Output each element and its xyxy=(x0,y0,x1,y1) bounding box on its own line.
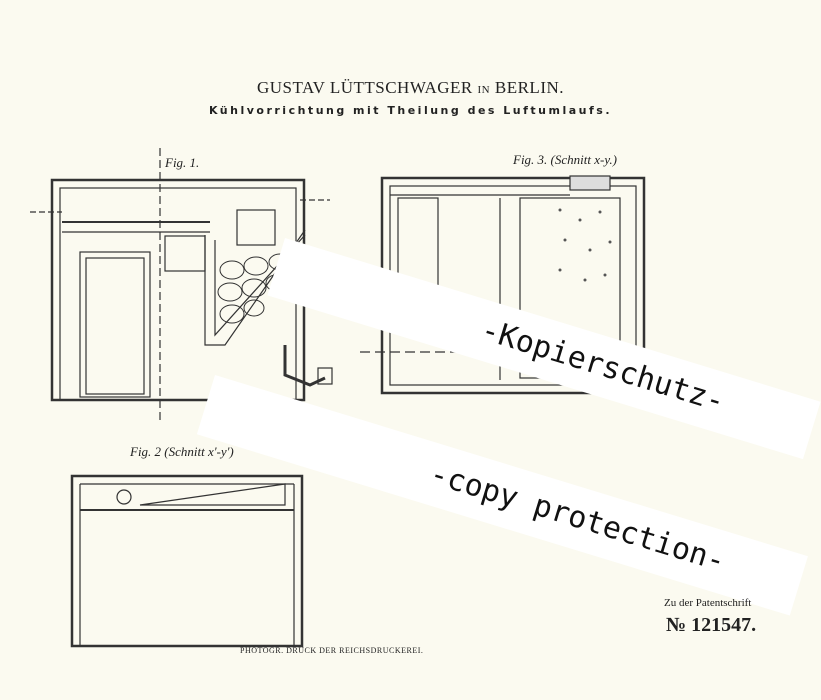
inventor-title: Gustav Lüttschwager in Berlin. xyxy=(256,78,565,97)
patent-subtitle: Kühlvorrichtung mit Theilung des Luftuml… xyxy=(208,104,613,117)
fig1-label: Fig. 1. xyxy=(165,155,200,170)
fig2-drawing xyxy=(70,474,304,648)
fig1-drawing xyxy=(30,148,333,420)
fig3-label: Fig. 3. (Schnitt x-y.) xyxy=(513,152,617,167)
printer-credit: PHOTOGR. DRUCK DER REICHSDRUCKEREI. xyxy=(240,646,424,655)
patent-reference: Zu der Patentschrift xyxy=(664,597,752,609)
fig2-label: Fig. 2 (Schnitt x'-y') xyxy=(130,444,234,459)
patent-number: № 121547. xyxy=(666,614,757,636)
